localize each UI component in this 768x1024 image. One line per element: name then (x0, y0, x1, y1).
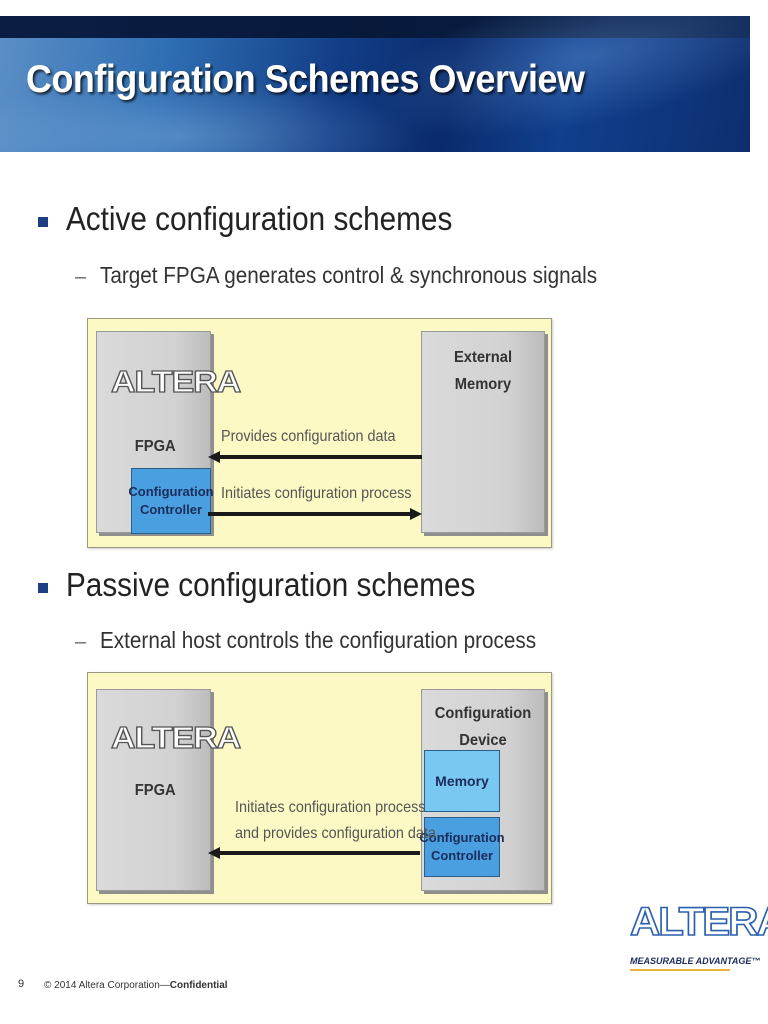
memory-box: Memory (424, 750, 500, 812)
altera-logo-icon: ALTERA (110, 363, 242, 399)
fpga-label: FPGA (134, 782, 176, 799)
slide-title: Configuration Schemes Overview (26, 58, 585, 101)
brand-tagline: MEASURABLE ADVANTAGE™ (630, 956, 761, 966)
altera-logo-icon: ALTERA (629, 899, 768, 945)
bullet-icon (38, 217, 48, 227)
altera-logo-icon: ALTERA (110, 719, 242, 755)
arrow-left-icon (208, 847, 420, 859)
tagline-underline (630, 969, 730, 971)
arrow-left-icon (208, 451, 422, 463)
fpga-label: FPGA (134, 438, 176, 455)
bullet-icon (38, 583, 48, 593)
altera-brand-logo: ALTERA MEASURABLE ADVANTAGE™ (629, 899, 768, 971)
page-number: 9 (18, 978, 25, 990)
arrow-label-provides: Provides configuration data (221, 428, 396, 445)
passive-subpoint: External host controls the configuration… (100, 627, 537, 653)
title-banner (0, 16, 750, 152)
arrow-right-icon (208, 508, 422, 520)
active-subpoint: Target FPGA generates control & synchron… (100, 262, 598, 288)
dash-icon: – (75, 266, 87, 288)
copyright-text: © 2014 Altera Corporation—Confidential (44, 980, 228, 991)
passive-heading: Passive configuration schemes (66, 566, 476, 603)
fpga-box: ALTERA FPGA (96, 689, 242, 891)
dash-icon: – (75, 631, 87, 653)
active-heading: Active configuration schemes (66, 200, 453, 237)
arrow-label-initiates: Initiates configuration process (221, 485, 412, 502)
